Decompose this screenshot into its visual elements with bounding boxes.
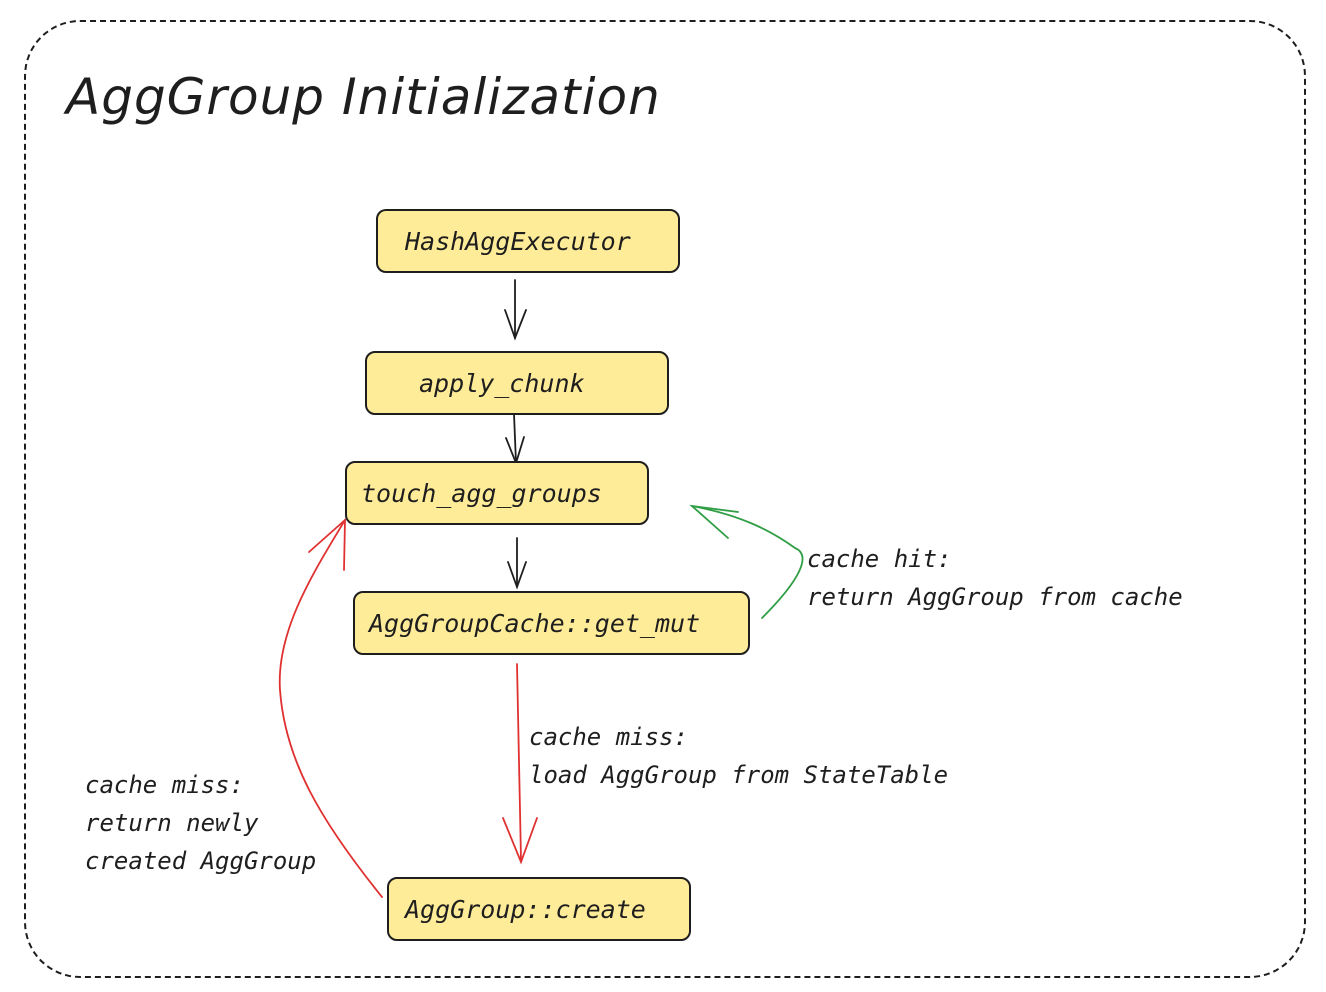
node-agg-group-create[interactable]: AggGroup::create — [387, 877, 691, 941]
label-cache-miss-load: cache miss: load AggGroup from StateTabl… — [529, 718, 948, 794]
label-line: return newly — [85, 809, 259, 837]
node-label: AggGroup::create — [405, 894, 646, 924]
diagram-frame — [24, 20, 1306, 978]
node-apply-chunk[interactable]: apply_chunk — [365, 351, 669, 415]
label-line: return AggGroup from cache — [807, 583, 1183, 611]
label-line: created AggGroup — [85, 847, 317, 875]
label-cache-hit: cache hit: return AggGroup from cache — [807, 540, 1183, 616]
label-line: cache miss: — [85, 771, 244, 799]
node-touch-agg-groups[interactable]: touch_agg_groups — [345, 461, 649, 525]
diagram-title: AggGroup Initialization — [66, 68, 661, 126]
label-line: cache miss: — [529, 723, 688, 751]
node-label: HashAggExecutor — [405, 226, 631, 256]
node-label: apply_chunk — [419, 368, 585, 398]
label-cache-miss-return: cache miss: return newly created AggGrou… — [85, 766, 316, 880]
node-agg-group-cache-get-mut[interactable]: AggGroupCache::get_mut — [353, 591, 750, 655]
node-hash-agg-executor[interactable]: HashAggExecutor — [376, 209, 680, 273]
label-line: load AggGroup from StateTable — [529, 761, 949, 789]
node-label: touch_agg_groups — [361, 478, 602, 508]
node-label: AggGroupCache::get_mut — [369, 608, 701, 638]
label-line: cache hit: — [807, 545, 952, 573]
